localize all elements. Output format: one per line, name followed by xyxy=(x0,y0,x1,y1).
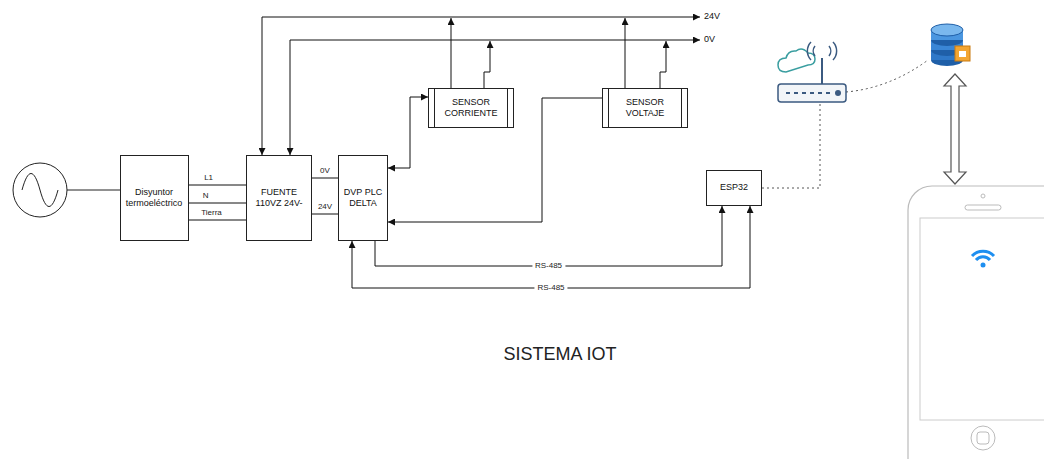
connector xyxy=(375,206,722,266)
wireless-link xyxy=(846,60,928,92)
connector xyxy=(312,214,338,215)
node-text: Disyuntor termoeléctrico xyxy=(121,187,188,210)
sensor-box: SENSOR VOLTAJE xyxy=(602,88,688,128)
wireless-link xyxy=(762,104,820,188)
signal-waves xyxy=(807,42,836,60)
phone-screen xyxy=(920,218,1044,420)
supply-wire xyxy=(67,190,122,191)
connector xyxy=(189,220,247,221)
node-text: SENSOR VOLTAJE xyxy=(603,97,687,120)
side-bar xyxy=(681,89,682,127)
router-antenna xyxy=(821,58,823,84)
server-badge xyxy=(955,46,970,61)
wire-label: RS-485 xyxy=(532,262,565,271)
side-bar xyxy=(507,89,508,127)
router-leds xyxy=(786,92,830,94)
phone-camera xyxy=(981,194,985,198)
phone-speaker xyxy=(965,205,1001,210)
cloud-icon xyxy=(778,49,815,72)
wifi-icon xyxy=(972,251,994,260)
side-bar xyxy=(434,89,435,127)
ground-wire xyxy=(660,41,666,88)
wifi-icon xyxy=(981,263,986,268)
database-icon xyxy=(931,24,963,36)
connector xyxy=(388,97,428,168)
wire-label: N xyxy=(203,192,209,201)
phone-button xyxy=(977,432,989,444)
power-supply-box: FUENTE 110VZ 24V- xyxy=(246,155,312,241)
controller-box: ESP32 xyxy=(706,170,762,206)
phone-button xyxy=(971,426,995,450)
server-badge xyxy=(959,51,966,57)
ground-wire xyxy=(484,41,490,88)
wire-label: L1 xyxy=(204,174,213,183)
connector xyxy=(352,206,750,288)
power-wire xyxy=(451,18,452,88)
rail-24v xyxy=(262,17,700,155)
connector xyxy=(312,178,338,179)
rail-0v xyxy=(290,40,700,155)
router-body xyxy=(778,84,846,102)
diagram-title: SISTEMA IOT xyxy=(503,344,616,365)
sine-wave xyxy=(22,174,58,207)
node-text: FUENTE 110VZ 24V- xyxy=(247,187,311,210)
power-wire xyxy=(625,18,626,88)
sensor-box: SENSOR CORRIENTE xyxy=(428,88,514,128)
connector xyxy=(189,203,247,204)
node-text: SENSOR CORRIENTE xyxy=(429,97,513,120)
router-port xyxy=(835,90,841,96)
wire-label: 24V xyxy=(318,203,332,212)
rail-label: 24V xyxy=(704,12,720,22)
connector xyxy=(189,185,247,186)
rail-label: 0V xyxy=(704,35,715,45)
node-text: ESP32 xyxy=(717,182,751,193)
wire-label: RS-485 xyxy=(534,284,567,293)
breaker-box: Disyuntor termoeléctrico xyxy=(120,155,189,241)
ac-source xyxy=(13,163,67,217)
plc-box: DVP PLC DELTA xyxy=(338,155,388,241)
wire-label: Tierra xyxy=(201,209,222,218)
data-arrow xyxy=(944,74,966,184)
side-bar xyxy=(608,89,609,127)
wire-label: 0V xyxy=(320,167,330,176)
node-text: DVP PLC DELTA xyxy=(339,187,387,210)
